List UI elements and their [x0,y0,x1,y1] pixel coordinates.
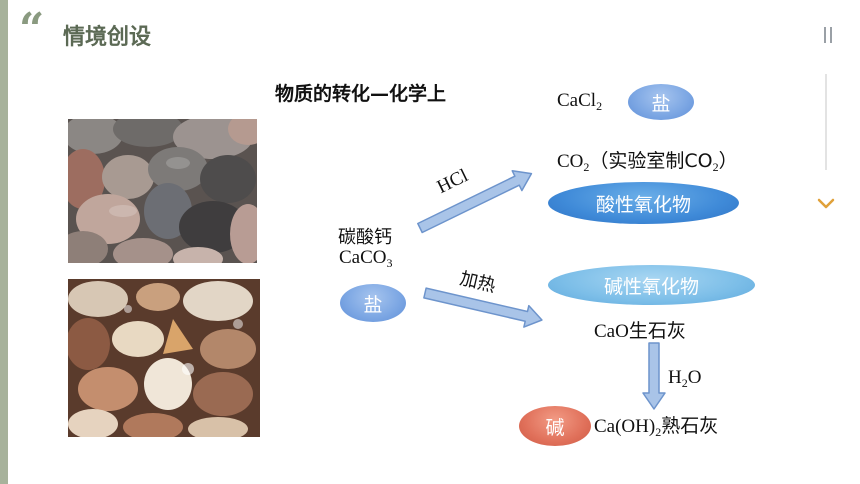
arrow-water [642,342,666,410]
acid-oxide-badge: 酸性氧化物 [548,182,739,224]
co2-formula: CO2（实验室制CO2） [557,150,738,174]
section-title: 情境创设 [63,25,152,50]
reactant-class-badge: 盐 [340,284,406,322]
seashells-photo [68,279,260,437]
pebbles-photo [68,119,257,263]
left-accent-bar [0,0,8,484]
quote-mark-icon: “ [19,4,45,55]
arrow-hcl [417,170,533,234]
cacl2-formula: CaCl2 [557,90,603,113]
base-oxide-badge: 碱性氧化物 [548,265,755,305]
reactant-formula: CaCO3 [339,247,393,270]
arrow-water-label: H2O [668,367,702,390]
slide-title: 物质的转化—化学上 [275,83,447,105]
reactant-name: 碳酸钙 [338,227,392,248]
pause-icon[interactable] [822,27,834,43]
scroll-track[interactable] [825,74,827,170]
base-badge: 碱 [519,406,591,446]
caoh2-label: Ca(OH)2熟石灰 [594,415,719,439]
cacl2-class-badge: 盐 [628,84,694,120]
arrow-heat [423,287,543,328]
chevron-down-icon[interactable] [814,194,838,214]
cao-label: CaO生石灰 [594,320,686,342]
